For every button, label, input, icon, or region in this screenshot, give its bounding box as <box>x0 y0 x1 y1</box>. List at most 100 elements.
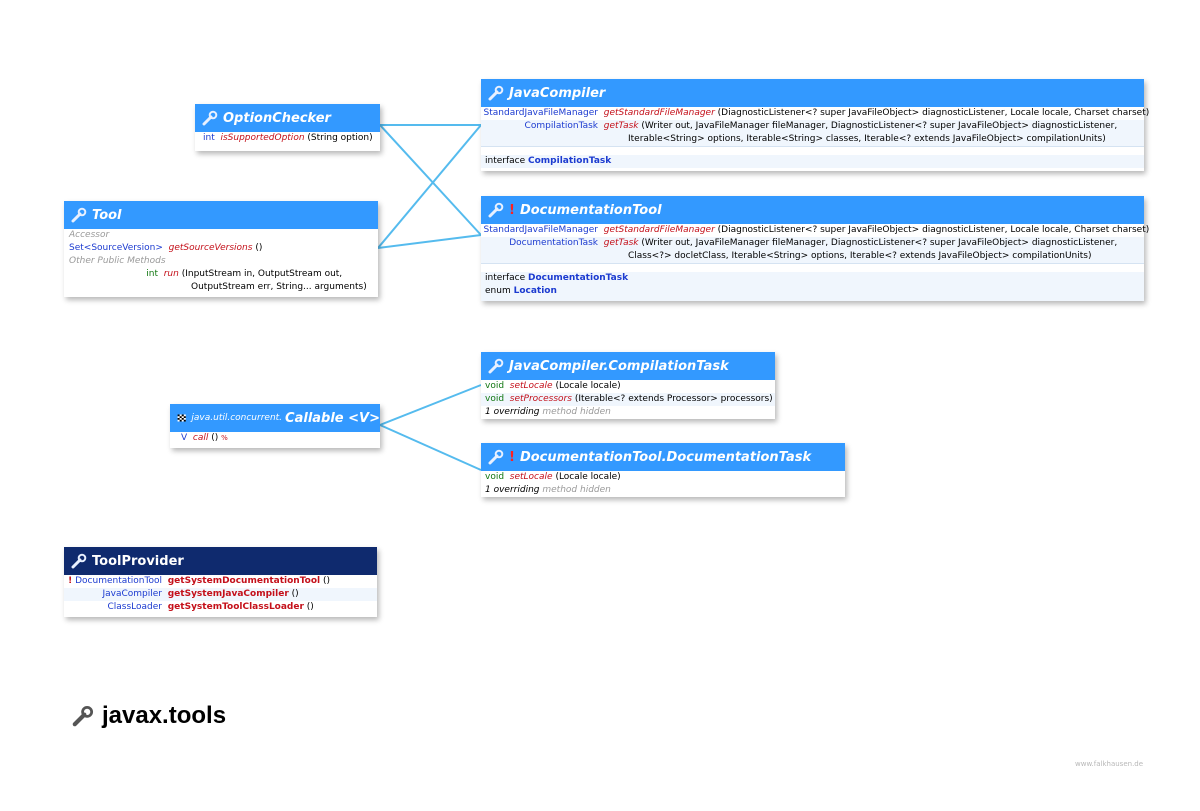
wrench-icon <box>71 553 87 569</box>
method-params: () <box>211 433 219 443</box>
spacer <box>64 294 378 297</box>
method-params: () <box>255 243 263 253</box>
callable-interface[interactable]: java.util.concurrent. Callable <V> V cal… <box>170 404 380 448</box>
toolprovider-class[interactable]: ToolProvider ! DocumentationTool getSyst… <box>64 547 377 617</box>
method-name[interactable]: getStandardFileManager <box>603 225 715 235</box>
method-name[interactable]: setLocale <box>509 381 553 391</box>
documentationtool-name: DocumentationTool <box>519 202 662 218</box>
method-params: () <box>322 576 331 586</box>
documentationtask-header[interactable]: ! DocumentationTool.DocumentationTask <box>481 443 845 471</box>
return-type: ClassLoader <box>107 602 162 612</box>
method-params: (Locale locale) <box>555 381 621 391</box>
method-params: () <box>306 602 314 612</box>
method-name[interactable]: getSystemToolClassLoader <box>167 602 304 612</box>
link-tool-javacompiler <box>377 124 482 249</box>
method-row[interactable]: ClassLoader getSystemToolClassLoader () <box>64 601 377 614</box>
documentationtool-header[interactable]: ! DocumentationTool <box>481 196 1144 224</box>
method-row[interactable]: void setLocale (Locale locale) <box>481 380 775 393</box>
optionchecker-name: OptionChecker <box>223 110 331 126</box>
method-name[interactable]: run <box>163 269 179 279</box>
hidden-label: method hidden <box>542 485 611 495</box>
separator <box>481 263 1144 272</box>
method-name[interactable]: getSourceVersions <box>168 243 253 253</box>
wrench-icon <box>488 85 504 101</box>
method-row[interactable]: V call () % <box>170 432 380 445</box>
wrench-icon <box>72 705 94 727</box>
spacer <box>481 168 1144 171</box>
method-params: (InputStream in, OutputStream out, <box>181 269 343 279</box>
method-name[interactable]: isSupportedOption <box>220 133 305 143</box>
method-name[interactable]: getStandardFileManager <box>603 108 715 118</box>
method-row[interactable]: ! DocumentationTool getSystemDocumentati… <box>64 575 377 588</box>
method-name[interactable]: getTask <box>603 121 639 131</box>
method-params: (DiagnosticListener<? super JavaFileObje… <box>717 225 1150 235</box>
documentationtask-interface[interactable]: ! DocumentationTool.DocumentationTask vo… <box>481 443 845 497</box>
checkered-flag-icon <box>177 414 186 422</box>
exception-marker: % <box>221 434 228 442</box>
nested-type-row[interactable]: enum Location <box>481 285 1144 298</box>
javacompiler-header[interactable]: JavaCompiler <box>481 79 1144 107</box>
method-row[interactable]: StandardJavaFileManager getStandardFileM… <box>481 107 1150 120</box>
optionchecker-header[interactable]: OptionChecker <box>195 104 380 132</box>
link-optionchecker-documentationtool <box>379 124 482 236</box>
documentationtool-class[interactable]: ! DocumentationTool StandardJavaFileMana… <box>481 196 1150 301</box>
separator <box>481 146 1144 155</box>
tool-header[interactable]: Tool <box>64 201 378 229</box>
method-name[interactable]: getTask <box>603 238 639 248</box>
return-type: StandardJavaFileManager <box>483 108 598 118</box>
method-name[interactable]: getSystemDocumentationTool <box>167 576 321 586</box>
return-type: JavaCompiler <box>102 589 162 599</box>
return-type: int <box>146 269 158 279</box>
nested-kind: enum <box>485 286 511 296</box>
compilationtask-header[interactable]: JavaCompiler.CompilationTask <box>481 352 775 380</box>
method-params: (String option) <box>307 133 373 143</box>
nested-type-row[interactable]: interface CompilationTask <box>481 155 1144 168</box>
package-title: javax.tools <box>72 702 226 730</box>
method-row[interactable]: int run (InputStream in, OutputStream ou… <box>64 268 378 281</box>
hidden-methods-note: 1 overriding method hidden <box>481 484 845 497</box>
link-callable-documentationtask <box>379 424 482 471</box>
return-type: DocumentationTool <box>75 576 162 586</box>
method-row[interactable]: void setProcessors (Iterable<? extends P… <box>481 393 775 406</box>
method-name[interactable]: setLocale <box>509 472 553 482</box>
method-params: (DiagnosticListener<? super JavaFileObje… <box>717 108 1150 118</box>
javacompiler-name: JavaCompiler <box>509 85 606 101</box>
nested-kind: interface <box>485 273 526 283</box>
link-callable-compilationtask <box>379 384 482 426</box>
hidden-count: 1 overriding <box>485 407 540 417</box>
return-type: void <box>485 394 505 404</box>
javacompiler-class[interactable]: JavaCompiler StandardJavaFileManager get… <box>481 79 1150 171</box>
nested-kind: interface <box>485 156 526 166</box>
method-name[interactable]: getSystemJavaCompiler <box>167 589 289 599</box>
credit-text[interactable]: www.falkhausen.de <box>1075 760 1144 768</box>
method-name[interactable]: call <box>192 433 209 443</box>
since-marker-icon: ! <box>509 202 515 218</box>
return-type: V <box>181 433 188 443</box>
optionchecker-class[interactable]: OptionChecker int isSupportedOption (Str… <box>195 104 380 151</box>
method-row[interactable]: CompilationTask getTask (Writer out, Jav… <box>481 120 1144 133</box>
method-row[interactable]: StandardJavaFileManager getStandardFileM… <box>481 224 1150 237</box>
nested-name[interactable]: DocumentationTask <box>528 273 629 283</box>
method-row[interactable]: int isSupportedOption (String option) <box>195 132 380 145</box>
wrench-icon <box>202 110 218 126</box>
method-row[interactable]: DocumentationTask getTask (Writer out, J… <box>481 237 1144 250</box>
toolprovider-name: ToolProvider <box>92 553 184 569</box>
method-row[interactable]: JavaCompiler getSystemJavaCompiler () <box>64 588 377 601</box>
tool-class[interactable]: Tool Accessor Set<SourceVersion> getSour… <box>64 201 378 297</box>
compilationtask-interface[interactable]: JavaCompiler.CompilationTask void setLoc… <box>481 352 775 419</box>
wrench-icon <box>488 449 504 465</box>
nested-name[interactable]: CompilationTask <box>528 156 612 166</box>
method-row[interactable]: Set<SourceVersion> getSourceVersions () <box>64 242 378 255</box>
wrench-icon <box>488 202 504 218</box>
link-tool-documentationtool <box>377 234 482 249</box>
method-name[interactable]: setProcessors <box>509 394 572 404</box>
wrench-icon <box>71 207 87 223</box>
since-marker-icon: ! <box>68 576 73 586</box>
toolprovider-header[interactable]: ToolProvider <box>64 547 377 575</box>
spacer <box>64 614 377 617</box>
method-params-continued: OutputStream err, String... arguments) <box>191 282 367 292</box>
callable-header[interactable]: java.util.concurrent. Callable <V> <box>170 404 380 432</box>
method-row[interactable]: void setLocale (Locale locale) <box>481 471 845 484</box>
nested-type-row[interactable]: interface DocumentationTask <box>481 272 1144 285</box>
nested-name[interactable]: Location <box>513 286 557 296</box>
